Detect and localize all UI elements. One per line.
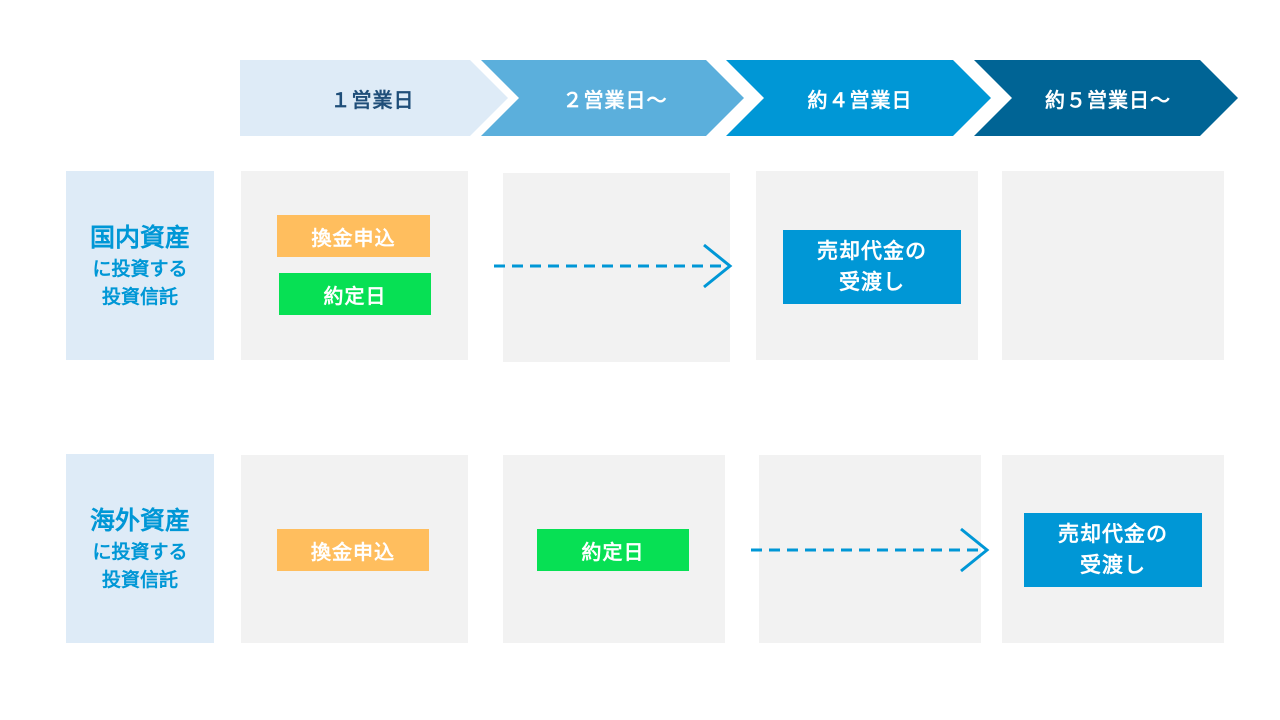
- row-domestic-subtitle-1: に投資する: [92, 257, 188, 280]
- step-3-label: 約４営業日: [807, 87, 913, 112]
- row-domestic-label: 国内資産 に投資する 投資信託: [66, 171, 214, 360]
- row-overseas-settlement-line-1: 売却代金の: [1058, 522, 1168, 546]
- step-4-label: 約５営業日～: [1045, 87, 1171, 112]
- row-overseas-label: 海外資産 に投資する 投資信託: [66, 454, 214, 643]
- row-domestic-subtitle-2: 投資信託: [101, 285, 178, 308]
- row-overseas-application-badge: 換金申込: [277, 529, 429, 571]
- row-domestic-settlement-badge: 売却代金の 受渡し: [783, 230, 961, 304]
- row-overseas-contract-badge: 約定日: [537, 529, 689, 571]
- step-header: [240, 60, 1238, 136]
- step-3-chevron: [726, 60, 991, 136]
- row-overseas-settlement-line-2: 受渡し: [1080, 553, 1146, 577]
- row-overseas-title: 海外資産: [89, 505, 190, 535]
- row-domestic-settlement-line-1: 売却代金の: [817, 239, 927, 263]
- row-domestic-contract-badge: 約定日: [279, 273, 431, 315]
- step-2-chevron: [481, 60, 744, 136]
- row-domestic-title: 国内資産: [89, 222, 190, 252]
- row-domestic-settlement-line-2: 受渡し: [839, 270, 905, 294]
- row-domestic-cell-day1: [241, 171, 468, 360]
- row-domestic-cell-day5: [1002, 171, 1224, 360]
- row-overseas-subtitle-1: に投資する: [92, 540, 188, 563]
- row-domestic-application-badge: 換金申込: [277, 215, 430, 257]
- row-overseas-settlement-badge: 売却代金の 受渡し: [1024, 513, 1202, 587]
- step-1-chevron: [240, 60, 508, 136]
- step-4-chevron: [974, 60, 1238, 136]
- step-2-label: ２営業日～: [562, 87, 668, 112]
- step-1-label: １営業日: [330, 87, 415, 112]
- row-overseas-subtitle-2: 投資信託: [101, 568, 178, 591]
